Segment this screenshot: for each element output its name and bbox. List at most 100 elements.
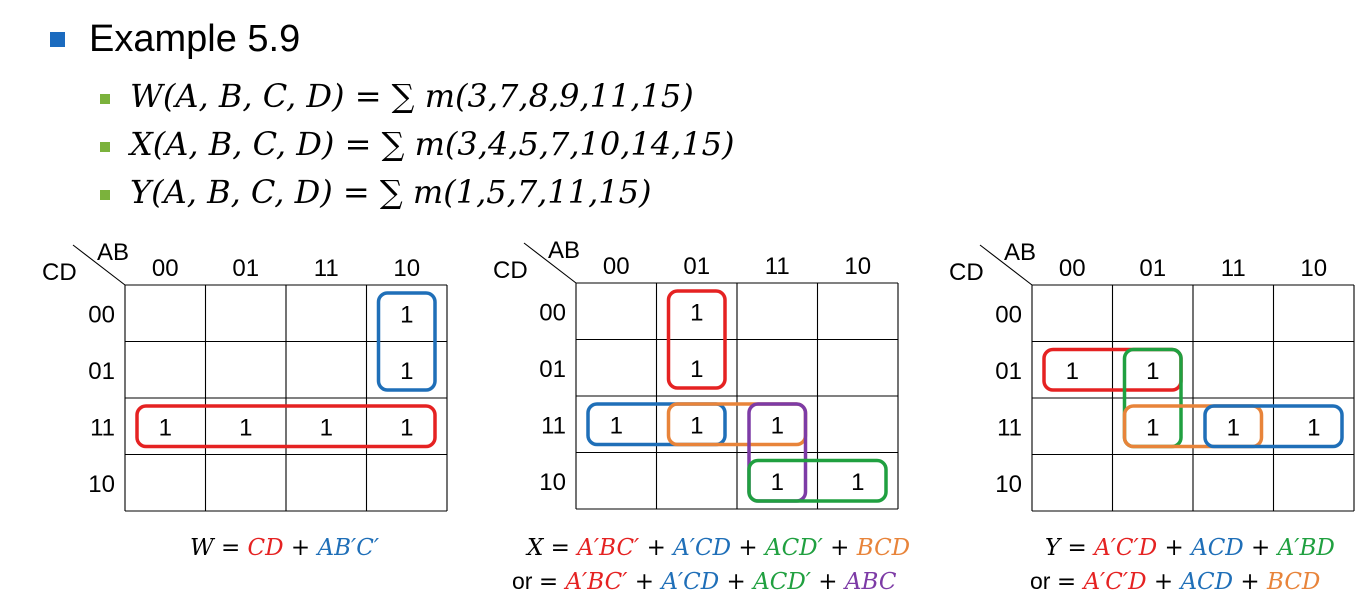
- kmap-x-col-var: AB: [548, 237, 580, 264]
- result-plus: +: [627, 569, 661, 595]
- equation-y: Y(A, B, C, D) = ∑ m(1,5,7,11,15): [130, 173, 652, 211]
- kmap-y-row-code: 01: [995, 358, 1022, 385]
- kmap-w-row-var: CD: [42, 259, 77, 286]
- kmap-y-row-code: 11: [997, 414, 1022, 441]
- kmap-w-col-code: 10: [393, 255, 420, 282]
- kmap-y-row-code: 10: [995, 471, 1022, 498]
- kmap-y-cell-one: 1: [1146, 414, 1159, 441]
- result-term-green: ACD′: [751, 569, 812, 595]
- kmap-x-row-code: 00: [539, 299, 566, 326]
- kmap-x-row-var: CD: [493, 257, 528, 284]
- equation-w: W(A, B, C, D) = ∑ m(3,7,8,9,11,15): [130, 77, 694, 115]
- kmap-y-row-code: 00: [995, 301, 1022, 328]
- result-term-red: A′C′D: [1081, 569, 1146, 595]
- kmap-x-cell-one: 1: [690, 356, 703, 383]
- result-term-orange: BCD: [1266, 569, 1320, 595]
- kmap-x-row-code: 10: [539, 469, 566, 496]
- kmap-y-col-code: 11: [1221, 255, 1246, 282]
- kmap-x-col-code: 01: [683, 253, 710, 280]
- kmap-w-cell-one: 1: [159, 414, 172, 441]
- kmap-y-col-var: AB: [1004, 239, 1036, 266]
- kmap-w-cell-one: 1: [239, 414, 252, 441]
- result-or-label: or: [512, 568, 539, 594]
- kmap-y-cell-one: 1: [1227, 414, 1240, 441]
- kmap-w-cell-one: 1: [320, 414, 333, 441]
- kmap-y-col-code: 00: [1059, 255, 1086, 282]
- kmap-w-col-var: AB: [97, 239, 129, 266]
- kmap-y-cell-one: 1: [1146, 358, 1159, 385]
- result-term-red: A′BC′: [575, 535, 640, 561]
- kmap-y-cell-one: 1: [1066, 358, 1079, 385]
- kmap-x-col-code: 00: [603, 253, 630, 280]
- kmap-w-cell-one: 1: [400, 414, 413, 441]
- kmap-x-group-red: [666, 289, 727, 390]
- kmap-y-group-blue: [1203, 404, 1344, 449]
- kmap-w-corner-diagonal: [72, 244, 126, 286]
- result-plus: +: [1233, 569, 1267, 595]
- kmap-x-cell-one: 1: [690, 412, 703, 439]
- kmap-y-cell-one: 1: [1307, 414, 1320, 441]
- result-term-green: ACD′: [763, 535, 824, 561]
- title-row: Example 5.9: [50, 14, 300, 64]
- kmap-w-row-code: 01: [88, 358, 115, 385]
- square-bullet-icon: [100, 94, 110, 104]
- result-term-orange: BCD: [856, 535, 910, 561]
- kmap-x-col-code: 10: [844, 253, 871, 280]
- kmap-y-col-code: 01: [1139, 255, 1166, 282]
- result-term-red: A′C′D: [1092, 535, 1157, 561]
- kmap-x-corner-diagonal: [523, 242, 577, 284]
- square-bullet-icon: [100, 142, 110, 152]
- kmap-x-cell-one: 1: [771, 469, 784, 496]
- kmap-w-row-code: 10: [88, 471, 115, 498]
- kmap-x-group-green: [747, 458, 888, 503]
- result-term-purple: ABC: [843, 569, 897, 595]
- result-plus: +: [731, 535, 765, 561]
- result-y2: or = A′C′D + ACD + BCD: [1030, 568, 1320, 595]
- kmap-w-col-code: 00: [152, 255, 179, 282]
- result-plus: +: [639, 535, 673, 561]
- result-plus: +: [1157, 535, 1191, 561]
- kmap-x-cell-one: 1: [851, 469, 864, 496]
- slide-title: Example 5.9: [89, 17, 301, 60]
- result-term-red: A′BC′: [563, 569, 628, 595]
- equation-row-x: X(A, B, C, D) = ∑ m(3,4,5,7,10,14,15): [100, 124, 735, 164]
- kmap-x-group-blue: [586, 402, 727, 447]
- kmap-w-col-code: 11: [314, 255, 339, 282]
- kmap-w-cell-one: 1: [400, 301, 413, 328]
- kmap-x-cell-one: 1: [690, 299, 703, 326]
- result-term-blue: ACD: [1189, 535, 1244, 561]
- kmap-x-row-code: 01: [539, 356, 566, 383]
- equation-row-w: W(A, B, C, D) = ∑ m(3,7,8,9,11,15): [100, 76, 694, 116]
- result-plus: +: [823, 535, 857, 561]
- result-lhs: =: [539, 569, 566, 595]
- result-term-blue: A′CD: [671, 535, 731, 561]
- kmap-x-row-code: 11: [541, 412, 566, 439]
- kmap-w-group-blue: [376, 291, 437, 392]
- kmap-y-row-var: CD: [949, 259, 984, 286]
- square-bullet-icon: [100, 190, 110, 200]
- kmap-x-col-code: 11: [765, 253, 790, 280]
- square-bullet-icon: [50, 31, 65, 47]
- result-x1: X = A′BC′ + A′CD + ACD′ + BCD: [525, 535, 910, 561]
- kmap-y-corner-diagonal: [979, 244, 1033, 286]
- equation-x: X(A, B, C, D) = ∑ m(3,4,5,7,10,14,15): [130, 125, 735, 163]
- result-plus: +: [1244, 535, 1278, 561]
- kmap-y-col-code: 10: [1300, 255, 1327, 282]
- result-term-red: CD: [248, 535, 284, 561]
- result-term-blue: A′CD: [659, 569, 719, 595]
- result-plus: +: [1147, 569, 1181, 595]
- result-plus: +: [719, 569, 753, 595]
- kmap-w-group-red: [135, 404, 437, 449]
- equation-row-y: Y(A, B, C, D) = ∑ m(1,5,7,11,15): [100, 172, 651, 212]
- kmap-w-row-code: 11: [90, 414, 115, 441]
- result-lhs: W =: [190, 535, 248, 561]
- result-term-green: A′BD: [1276, 535, 1335, 561]
- kmap-w-cell-one: 1: [400, 358, 413, 385]
- result-plus: +: [284, 535, 318, 561]
- result-plus: +: [811, 569, 845, 595]
- result-lhs: =: [1057, 569, 1084, 595]
- kmap-x-cell-one: 1: [771, 412, 784, 439]
- result-lhs: Y =: [1045, 535, 1094, 561]
